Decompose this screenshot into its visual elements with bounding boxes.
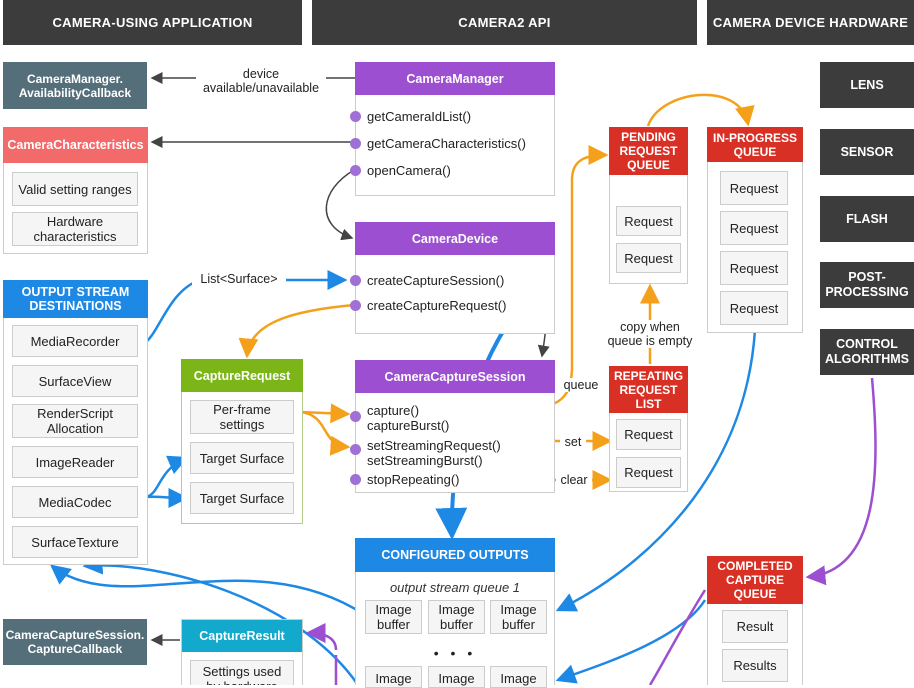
wire-completed-result	[648, 589, 707, 685]
label-queue: queue	[558, 378, 604, 392]
method-create-capture-request: createCaptureRequest()	[367, 298, 507, 313]
capture-request-panel: CaptureRequest Per-frame settings Target…	[181, 359, 303, 524]
arrow-target-surface-1	[145, 455, 189, 499]
arrow-create-request	[238, 303, 355, 359]
target-surface-2: Target Surface	[190, 482, 294, 514]
capture-session-panel: CameraCaptureSession capture() captureBu…	[350, 360, 555, 493]
header-api: CAMERA2 API	[312, 0, 697, 45]
method-dot	[350, 111, 361, 122]
per-frame-settings: Per-frame settings	[190, 400, 294, 434]
camera-device-panel: CameraDevice createCaptureSession() crea…	[350, 222, 555, 334]
method-dot	[350, 165, 361, 176]
repeating-request-1: Request	[616, 419, 681, 450]
method-stop-repeating: stopRepeating()	[367, 472, 460, 487]
buffer-ellipsis: • • •	[433, 645, 477, 661]
image-buffer-3: Image buffer	[490, 600, 547, 634]
image-buffer-5: Image	[428, 666, 485, 688]
configured-outputs-panel: CONFIGURED OUTPUTS output stream queue 1…	[355, 538, 555, 688]
repeating-request-2: Request	[616, 457, 681, 488]
pending-request-1: Request	[616, 206, 681, 236]
media-codec: MediaCodec	[12, 486, 138, 518]
repeating-list-title: REPEATING REQUEST LIST	[609, 366, 688, 413]
camera-device-title: CameraDevice	[355, 222, 555, 255]
label-list-surface: List<Surface>	[192, 272, 286, 286]
pending-queue-panel: PENDING REQUEST QUEUE Request Request	[609, 127, 688, 284]
image-buffer-2: Image buffer	[428, 600, 485, 634]
arrow-to-capture-result	[305, 623, 338, 651]
method-dot	[350, 411, 361, 422]
label-clear: clear	[556, 473, 592, 487]
arrow-request-streaming	[299, 410, 351, 456]
camera-manager-panel: CameraManager getCameraIdList() getCamer…	[350, 62, 555, 196]
completed-queue-panel: COMPLETED CAPTURE QUEUE Result Results	[707, 556, 803, 685]
label-copy-when-empty: copy when queue is empty	[598, 320, 702, 348]
hw-control-algorithms: CONTROL ALGORITHMS	[820, 329, 914, 375]
valid-setting-ranges: Valid setting ranges	[12, 172, 138, 206]
in-progress-request-4: Request	[720, 291, 788, 325]
output-stream-queue-label: output stream queue 1	[389, 580, 521, 595]
in-progress-request-1: Request	[720, 171, 788, 205]
arrow-request-capture	[299, 403, 351, 424]
completed-queue-title: COMPLETED CAPTURE QUEUE	[707, 556, 803, 604]
label-device-available: device available/unavailable	[196, 67, 326, 95]
capture-result-panel: CaptureResult Settings used by hardware	[181, 619, 303, 685]
image-buffer-4: Image	[365, 666, 422, 688]
camera-characteristics-panel: CameraCharacteristics Valid setting rang…	[3, 127, 148, 254]
method-capture: capture() captureBurst()	[367, 403, 450, 433]
capture-session-title: CameraCaptureSession	[355, 360, 555, 393]
renderscript-allocation: RenderScript Allocation	[12, 404, 138, 438]
hw-flash: FLASH	[820, 196, 914, 242]
wire-surface-list	[145, 278, 201, 343]
label-set: set	[560, 435, 586, 449]
output-destinations-title: OUTPUT STREAM DESTINATIONS	[3, 280, 148, 318]
image-buffer-1: Image buffer	[365, 600, 422, 634]
method-open-camera: openCamera()	[367, 163, 451, 178]
surface-texture: SurfaceTexture	[12, 526, 138, 558]
availability-callback: CameraManager. AvailabilityCallback	[3, 62, 147, 109]
pending-queue-title: PENDING REQUEST QUEUE	[609, 127, 688, 175]
in-progress-queue-panel: IN-PROGRESS QUEUE Request Request Reques…	[707, 127, 803, 333]
target-surface-1: Target Surface	[190, 442, 294, 474]
capture-result-title: CaptureResult	[182, 620, 302, 652]
output-destinations-panel: OUTPUT STREAM DESTINATIONS MediaRecorder…	[3, 280, 148, 565]
arrow-to-in-progress	[646, 93, 755, 127]
header-app: CAMERA-USING APPLICATION	[3, 0, 302, 45]
in-progress-request-3: Request	[720, 251, 788, 285]
camera-manager-title: CameraManager	[355, 62, 555, 95]
arrow-target-surface-2	[145, 487, 189, 508]
method-create-capture-session: createCaptureSession()	[367, 273, 505, 288]
camera-characteristics-title: CameraCharacteristics	[3, 127, 148, 163]
in-progress-title: IN-PROGRESS QUEUE	[707, 127, 803, 162]
pending-request-2: Request	[616, 243, 681, 273]
method-dot	[350, 444, 361, 455]
hw-sensor: SENSOR	[820, 129, 914, 175]
method-dot	[350, 275, 361, 286]
method-set-streaming: setStreamingRequest() setStreamingBurst(…	[367, 438, 501, 468]
method-dot	[350, 138, 361, 149]
hardware-characteristics: Hardware characteristics	[12, 212, 138, 246]
image-reader: ImageReader	[12, 446, 138, 478]
method-get-camera-characteristics: getCameraCharacteristics()	[367, 136, 526, 151]
in-progress-request-2: Request	[720, 211, 788, 245]
capture-request-title: CaptureRequest	[181, 359, 303, 392]
hw-post-processing: POST- PROCESSING	[820, 262, 914, 308]
surface-view: SurfaceView	[12, 365, 138, 397]
header-hw: CAMERA DEVICE HARDWARE	[707, 0, 914, 45]
arrow-opencamera	[325, 169, 355, 241]
hw-lens: LENS	[820, 62, 914, 108]
arrow-buffer-row2	[555, 599, 707, 684]
arrow-to-completed	[805, 377, 877, 586]
method-dot	[350, 300, 361, 311]
method-dot	[350, 474, 361, 485]
configured-outputs-title: CONFIGURED OUTPUTS	[355, 538, 555, 572]
media-recorder: MediaRecorder	[12, 325, 138, 357]
settings-used-by-hardware: Settings used by hardware	[190, 660, 294, 685]
completed-result-1: Result	[722, 610, 788, 643]
repeating-list-panel: REPEATING REQUEST LIST Request Request	[609, 366, 688, 492]
arrow-to-destinations-1	[50, 564, 366, 617]
capture-callback: CameraCaptureSession. CaptureCallback	[3, 619, 147, 665]
completed-result-2: Results	[722, 649, 788, 682]
method-get-camera-id-list: getCameraIdList()	[367, 109, 472, 124]
